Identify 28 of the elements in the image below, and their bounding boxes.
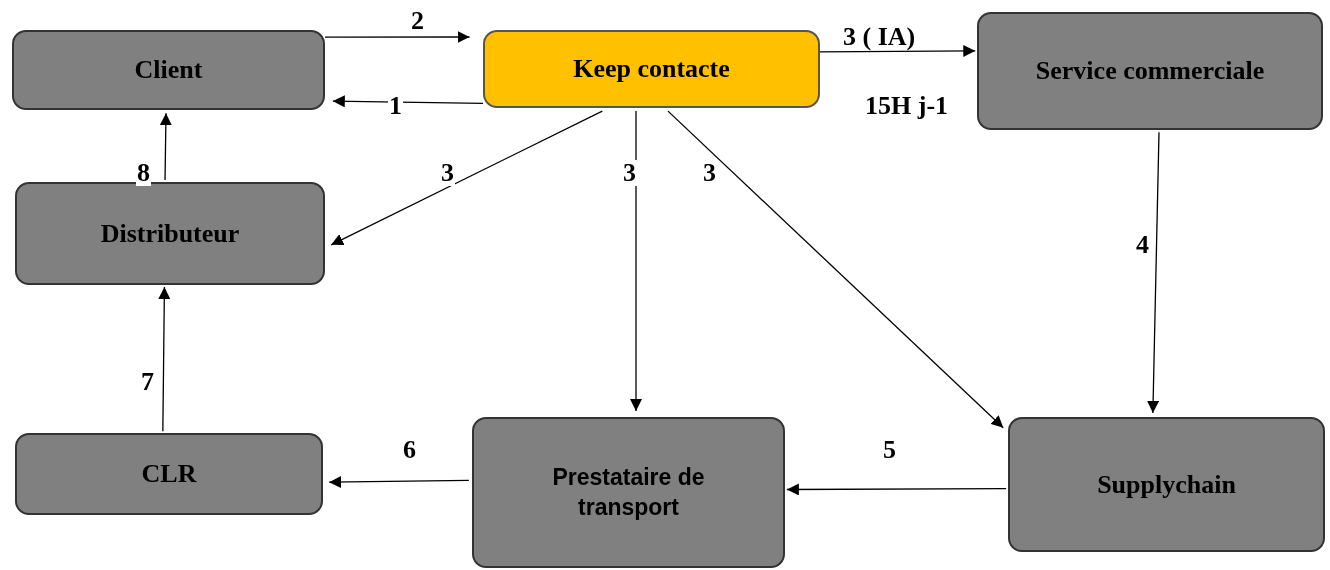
node-label: Distributeur xyxy=(100,217,240,250)
process-box xyxy=(15,182,325,285)
arrow xyxy=(1147,131,1160,414)
arrow xyxy=(324,31,471,44)
arrow xyxy=(786,483,1007,496)
arrow xyxy=(819,45,976,57)
note-text: 15H j-1 xyxy=(864,93,950,119)
arrow xyxy=(158,286,171,432)
process-box xyxy=(977,12,1323,130)
node-label: Service commerciale xyxy=(1035,55,1265,88)
node-label: Keep contacte xyxy=(573,53,730,86)
arrow xyxy=(630,110,642,412)
node-label: Supplychain xyxy=(1097,468,1236,501)
edge-label: 3 ( IA) xyxy=(842,24,917,50)
process-box xyxy=(12,30,325,110)
edge-label: 3 xyxy=(622,160,637,186)
process-box xyxy=(472,417,785,568)
node-label: CLR xyxy=(141,458,197,491)
highlighted-process-box xyxy=(483,30,820,108)
node-label: Client xyxy=(134,54,203,87)
arrow xyxy=(330,110,603,246)
process-box xyxy=(1008,417,1325,552)
arrow xyxy=(159,112,172,181)
arrow xyxy=(332,95,484,108)
process-box xyxy=(15,433,323,515)
arrow xyxy=(667,110,1004,429)
node-label: Prestataire de transport xyxy=(551,462,706,522)
arrow xyxy=(328,476,470,489)
